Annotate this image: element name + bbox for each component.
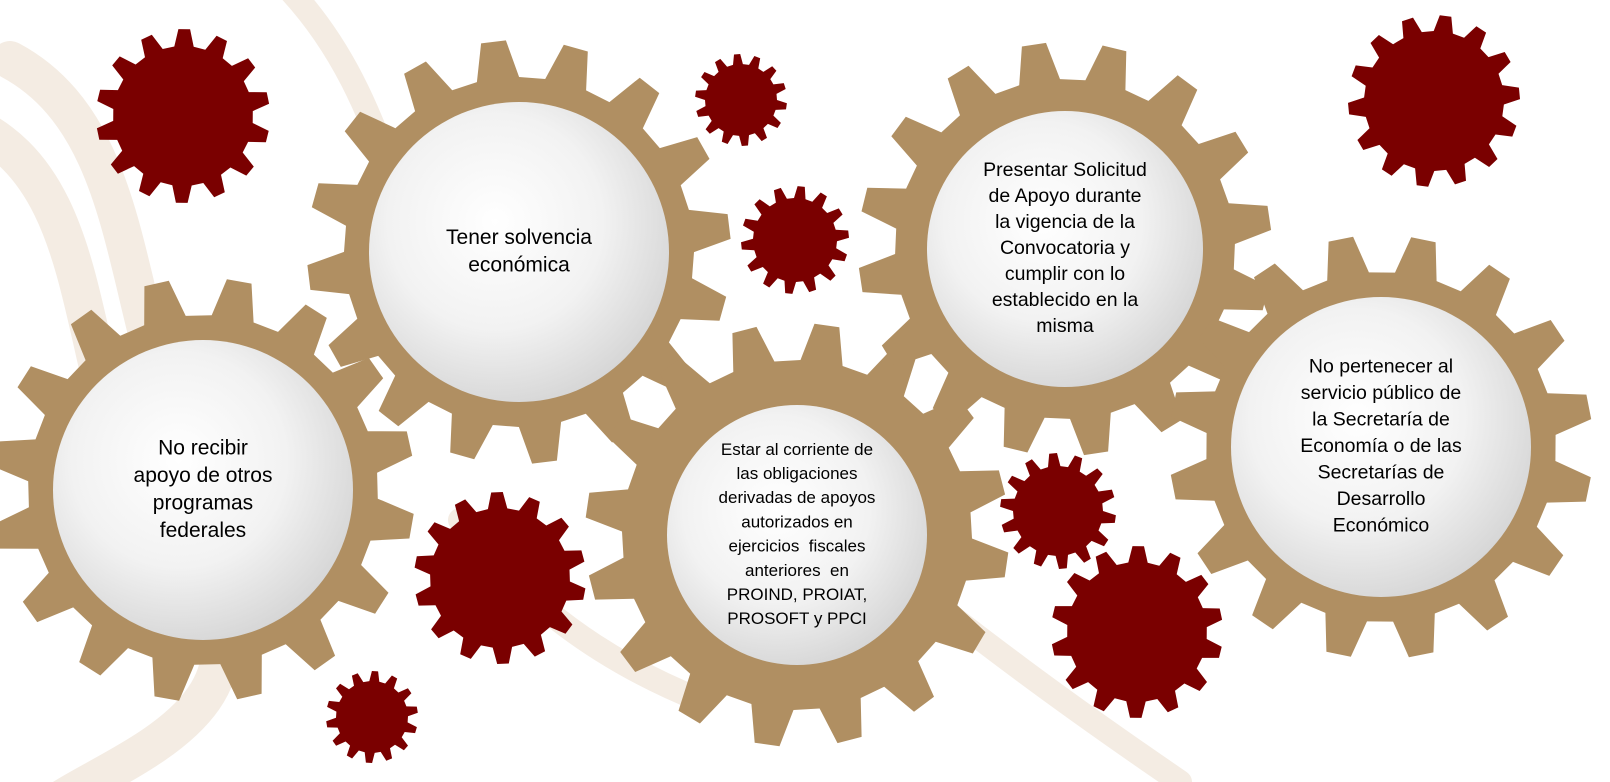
maroon-gear-maroon-top-left bbox=[96, 29, 270, 203]
gear-hub bbox=[369, 102, 669, 402]
gear-fiscal-obligations bbox=[585, 323, 1009, 747]
requirement-text-line: programas bbox=[153, 491, 253, 514]
maroon-gears bbox=[96, 15, 1520, 763]
maroon-gear-maroon-bottom-mid-small bbox=[1000, 453, 1116, 569]
requirement-text-line: Tener solvencia bbox=[446, 226, 592, 249]
maroon-gear-maroon-bottom-left-small bbox=[326, 671, 418, 763]
requirement-text-line: Economía o de las bbox=[1300, 435, 1462, 457]
requirement-text-line: Estar al corriente de bbox=[721, 440, 873, 459]
maroon-gear-maroon-mid-small bbox=[741, 186, 849, 294]
requirement-text-line: misma bbox=[1036, 315, 1094, 337]
maroon-gear-maroon-bottom-mid-large bbox=[1051, 546, 1223, 718]
requirement-text-line: federales bbox=[160, 519, 246, 542]
requirement-text-line: PROSOFT y PPCI bbox=[727, 609, 867, 628]
requirement-text-line: cumplir con lo bbox=[1005, 263, 1125, 285]
requirement-text-line: servicio público de bbox=[1301, 382, 1461, 404]
requirement-text-line: No recibir bbox=[158, 436, 248, 459]
gear-economic-solvency bbox=[307, 40, 731, 464]
gear-not-public-servant bbox=[1170, 236, 1592, 658]
requirement-text-line: autorizados en bbox=[741, 512, 853, 531]
requirement-text-line: Secretarías de bbox=[1318, 462, 1445, 484]
requirement-text-line: No pertenecer al bbox=[1309, 356, 1453, 378]
requirement-text-line: la Secretaría de bbox=[1312, 409, 1450, 431]
requirement-text-line: Desarrollo bbox=[1337, 488, 1426, 510]
requirement-text-line: anteriores en bbox=[745, 561, 849, 580]
gear-hub bbox=[53, 340, 353, 640]
requirement-text-line: Convocatoria y bbox=[1000, 237, 1130, 259]
requirement-text-line: económica bbox=[468, 253, 570, 276]
requirement-text-line: PROIND, PROIAT, bbox=[727, 585, 867, 604]
maroon-gear-maroon-bottom-left-large bbox=[414, 492, 586, 664]
requirement-text-line: Presentar Solicitud bbox=[983, 159, 1147, 181]
requirement-text-line: derivadas de apoyos bbox=[719, 488, 876, 507]
requirement-text-line: las obligaciones bbox=[737, 464, 858, 483]
gear-no-other-support bbox=[0, 279, 414, 701]
tan-gears bbox=[0, 40, 1592, 747]
gear-hub bbox=[667, 405, 927, 665]
requirement-text-line: de Apoyo durante bbox=[989, 185, 1142, 207]
gear-labels: No recibir apoyo de otros programas federal… bbox=[134, 159, 1462, 628]
maroon-gear-maroon-top-right bbox=[1348, 15, 1520, 187]
requirement-text-line: ejercicios fiscales bbox=[729, 537, 866, 556]
requirement-text-line: establecido en la bbox=[992, 289, 1139, 311]
gear-present-application bbox=[858, 42, 1272, 456]
gear-hub bbox=[1231, 297, 1531, 597]
requirement-text-line: la vigencia de la bbox=[995, 211, 1135, 233]
requirement-text-line: apoyo de otros bbox=[134, 464, 273, 487]
maroon-gear-maroon-top-mid-small bbox=[695, 54, 787, 146]
requirement-text-line: Económico bbox=[1333, 515, 1430, 537]
gear-hub bbox=[927, 111, 1203, 387]
